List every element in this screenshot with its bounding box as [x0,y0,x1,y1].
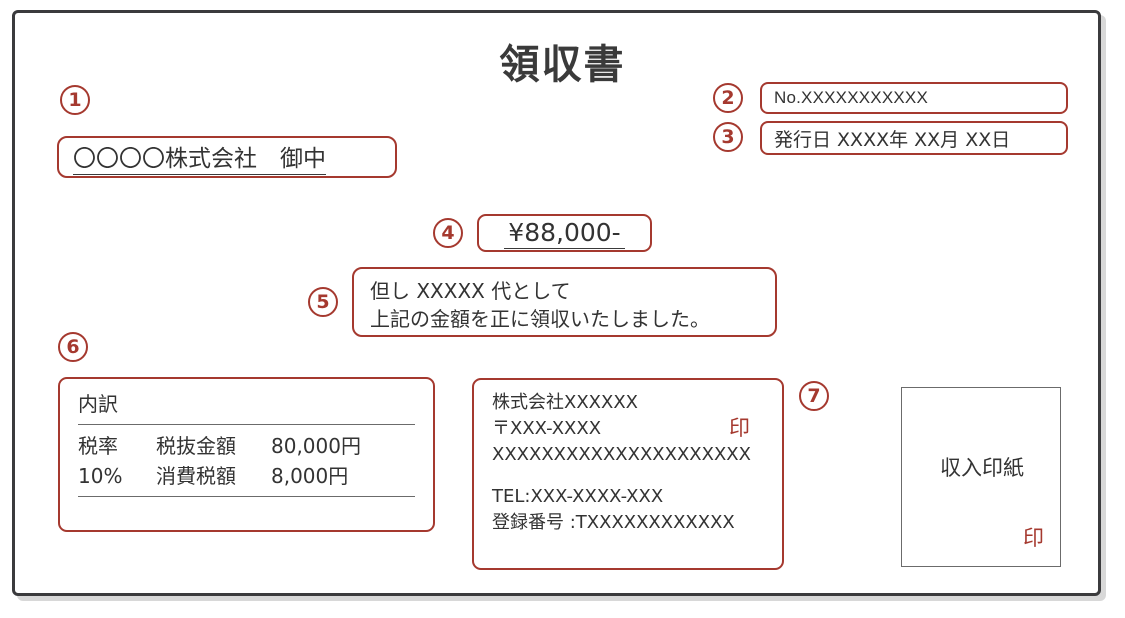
revenue-stamp-label: 収入印紙 [940,456,1024,480]
table-row: 10% 消費税額 8,000円 [78,461,415,491]
marker-3: 3 [713,122,743,152]
amount-box[interactable]: ¥88,000- [477,214,652,252]
issuer-box[interactable]: 株式会社XXXXXX 〒XXX-XXXX XXXXXXXXXXXXXXXXXXX… [472,378,784,570]
table-row: 税率 税抜金額 80,000円 [78,431,415,461]
breakdown-top-rule [78,424,415,425]
tax-breakdown-box[interactable]: 内訳 税率 税抜金額 80,000円 10% 消費税額 8,000円 [58,377,435,532]
purpose-line-2: 上記の金額を正に領収いたしました。 [370,307,710,331]
issuer-postal-code: 〒XXX-XXXX [492,418,602,439]
issue-date-text: 発行日 XXXX年 XX月 XX日 [774,128,1011,151]
breakdown-row-1-label: 消費税額 [156,464,236,488]
issue-date-box[interactable]: 発行日 XXXX年 XX月 XX日 [760,121,1068,155]
marker-2: 2 [713,83,743,113]
breakdown-bottom-rule [78,496,415,497]
breakdown-title: 内訳 [78,392,118,416]
breakdown-row-0-rate: 税率 [78,434,118,458]
purpose-line-1: 但し XXXXX 代として [370,279,571,303]
addressee-box[interactable]: 〇〇〇〇株式会社 御中 [57,136,397,178]
breakdown-row-1-value: 8,000円 [271,464,349,488]
receipt-number-text: No.XXXXXXXXXXX [774,88,928,107]
issuer-registration: 登録番号 :TXXXXXXXXXXXX [492,512,735,533]
issuer-address: XXXXXXXXXXXXXXXXXXXXX [492,444,751,465]
amount-text: ¥88,000- [504,218,625,249]
breakdown-row-1-rate: 10% [78,464,123,488]
breakdown-rows: 税率 税抜金額 80,000円 10% 消費税額 8,000円 [78,425,415,496]
marker-6: 6 [58,332,88,362]
issuer-spacer [492,468,768,484]
revenue-stamp-box[interactable]: 収入印紙 印 [901,387,1061,567]
breakdown-row-0-value: 80,000円 [271,434,361,458]
page-title: 領収書 [499,42,626,88]
marker-5: 5 [308,287,338,317]
purpose-box[interactable]: 但し XXXXX 代として 上記の金額を正に領収いたしました。 [352,267,777,337]
issuer-company: 株式会社XXXXXX [492,392,638,413]
receipt-number-box[interactable]: No.XXXXXXXXXXX [760,82,1068,114]
breakdown-row-0-label: 税抜金額 [156,434,236,458]
issuer-tel: TEL:XXX-XXXX-XXX [492,486,664,507]
issuer-seal-icon: 印 [729,416,750,440]
marker-1: 1 [60,85,90,115]
addressee-text: 〇〇〇〇株式会社 御中 [73,139,326,175]
marker-7: 7 [799,381,829,411]
revenue-stamp-seal-icon: 印 [1023,526,1044,550]
marker-4: 4 [433,218,463,248]
